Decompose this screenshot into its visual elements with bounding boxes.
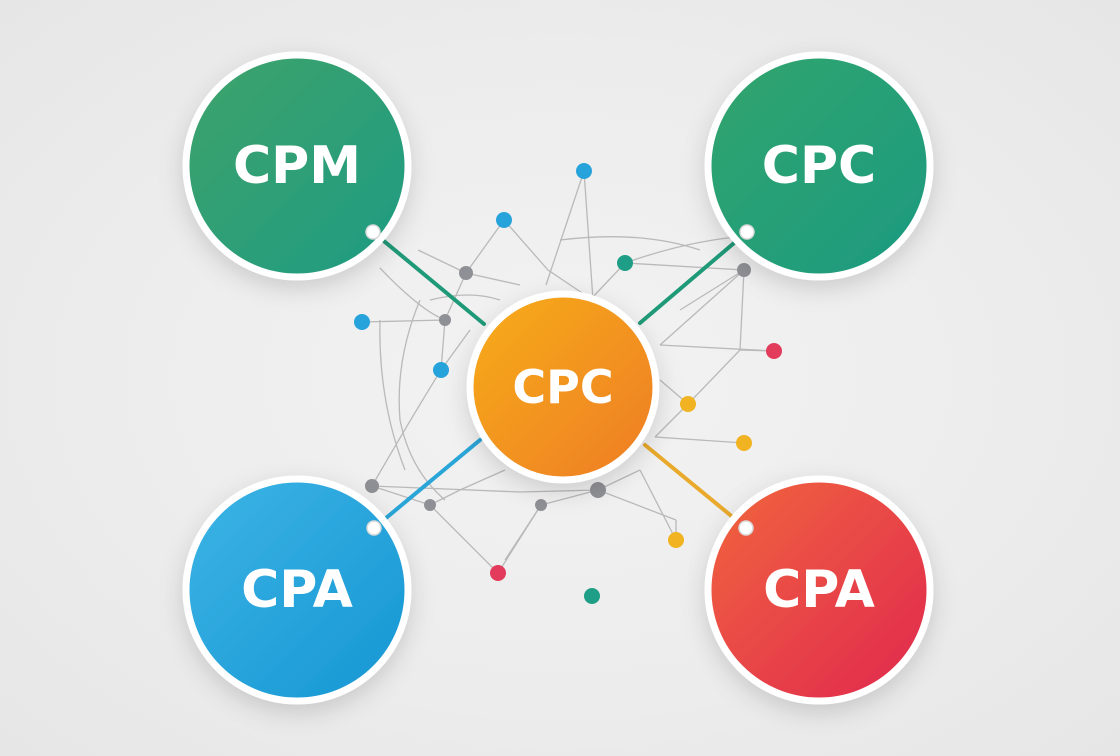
- node-cpa-right-label: CPA: [763, 560, 875, 620]
- dot-yellow: [736, 435, 752, 451]
- dot-blue: [354, 314, 370, 330]
- node-cpc-center-circle: [466, 290, 660, 484]
- dot-gray: [459, 266, 473, 280]
- dot-yellow: [668, 532, 684, 548]
- dot-gray: [365, 479, 379, 493]
- node-cpc-center-label: CPC: [512, 360, 613, 414]
- node-cpc-top-circle: [704, 51, 934, 281]
- node-cpm-label: CPM: [233, 136, 361, 196]
- dot-blue: [576, 163, 592, 179]
- dot-teal: [617, 255, 633, 271]
- node-cpm[interactable]: CPM: [182, 51, 412, 281]
- node-cpa-left-label: CPA: [241, 560, 353, 620]
- dot-teal: [584, 588, 600, 604]
- node-cpa-right[interactable]: CPA: [704, 475, 934, 705]
- node-cpc-top[interactable]: CPC: [704, 51, 934, 281]
- dot-gray: [590, 482, 606, 498]
- node-cpa-left-circle: [182, 475, 412, 705]
- mesh-lines: [361, 170, 775, 574]
- node-cpc-center[interactable]: CPC: [466, 290, 660, 484]
- node-cpa-left[interactable]: CPA: [182, 475, 412, 705]
- node-cpa-left-port: [366, 520, 382, 536]
- dot-gray: [535, 499, 547, 511]
- dot-yellow: [680, 396, 696, 412]
- dot-gray: [424, 499, 436, 511]
- dot-blue: [496, 212, 512, 228]
- network-dots: [354, 163, 782, 604]
- dot-blue: [433, 362, 449, 378]
- node-cpa-right-circle: [704, 475, 934, 705]
- node-cpc-top-label: CPC: [762, 136, 876, 196]
- connector-cpc-top: [638, 230, 749, 325]
- dot-gray: [439, 314, 451, 326]
- node-cpm-circle: [182, 51, 412, 281]
- connector-cpa-right: [643, 443, 748, 530]
- node-cpc-top-port: [739, 224, 755, 240]
- dot-gray: [737, 263, 751, 277]
- connector-cpa-left: [372, 438, 482, 530]
- node-cpa-right-port: [738, 520, 754, 536]
- connector-cpm: [371, 230, 486, 326]
- dot-red: [490, 565, 506, 581]
- connectors: [371, 230, 749, 530]
- node-cpm-port: [365, 224, 381, 240]
- dot-red: [766, 343, 782, 359]
